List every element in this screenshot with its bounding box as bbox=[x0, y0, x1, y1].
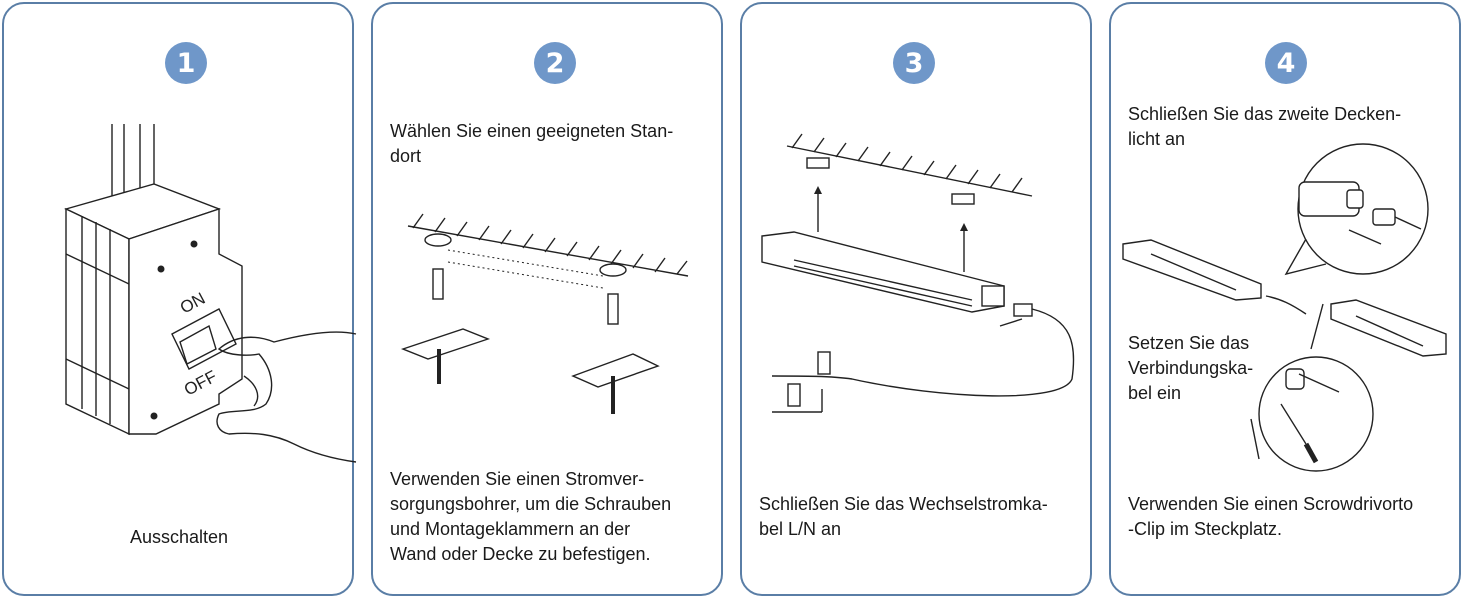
step-4-title: Schließen Sie das zweite Decken- licht a… bbox=[1128, 104, 1402, 149]
wiring-diagram bbox=[761, 133, 1075, 413]
step-1-number-badge: 1 bbox=[165, 42, 207, 84]
step-4-middle-text: Setzen Sie das Verbindungska- bel ein bbox=[1128, 333, 1254, 403]
step-4-panel: 4 Schließen Sie das zweite Decken- licht… bbox=[1109, 2, 1461, 596]
step-4-number-badge: 4 bbox=[1265, 42, 1307, 84]
step-3-text: Schließen Sie das Wechselstromka- bel L/… bbox=[759, 494, 1048, 539]
step-1-text: Ausschalten bbox=[130, 527, 229, 547]
step-2-panel: 2 Wählen Sie einen geeigneten Stan- dort… bbox=[371, 2, 723, 596]
step-2-text: Verwenden Sie einen Stromver- sorgungsbo… bbox=[390, 469, 672, 564]
step-2-title: Wählen Sie einen geeigneten Stan- dort bbox=[390, 121, 674, 166]
step-3-number-badge: 3 bbox=[893, 42, 935, 84]
mounting-diagram bbox=[400, 213, 689, 414]
connection-diagram bbox=[1122, 143, 1447, 472]
circuit-breaker-illustration: ON OFF bbox=[64, 124, 357, 463]
step-1-panel: 1 ON OFF Ausschalten bbox=[2, 2, 357, 596]
step-4-text: Verwenden Sie einen Scrowdrivorto -Clip … bbox=[1128, 494, 1414, 539]
step-3-panel: 3 Schließen Sie das Wechselstromka- bel … bbox=[740, 2, 1092, 596]
step-2-number-badge: 2 bbox=[534, 42, 576, 84]
